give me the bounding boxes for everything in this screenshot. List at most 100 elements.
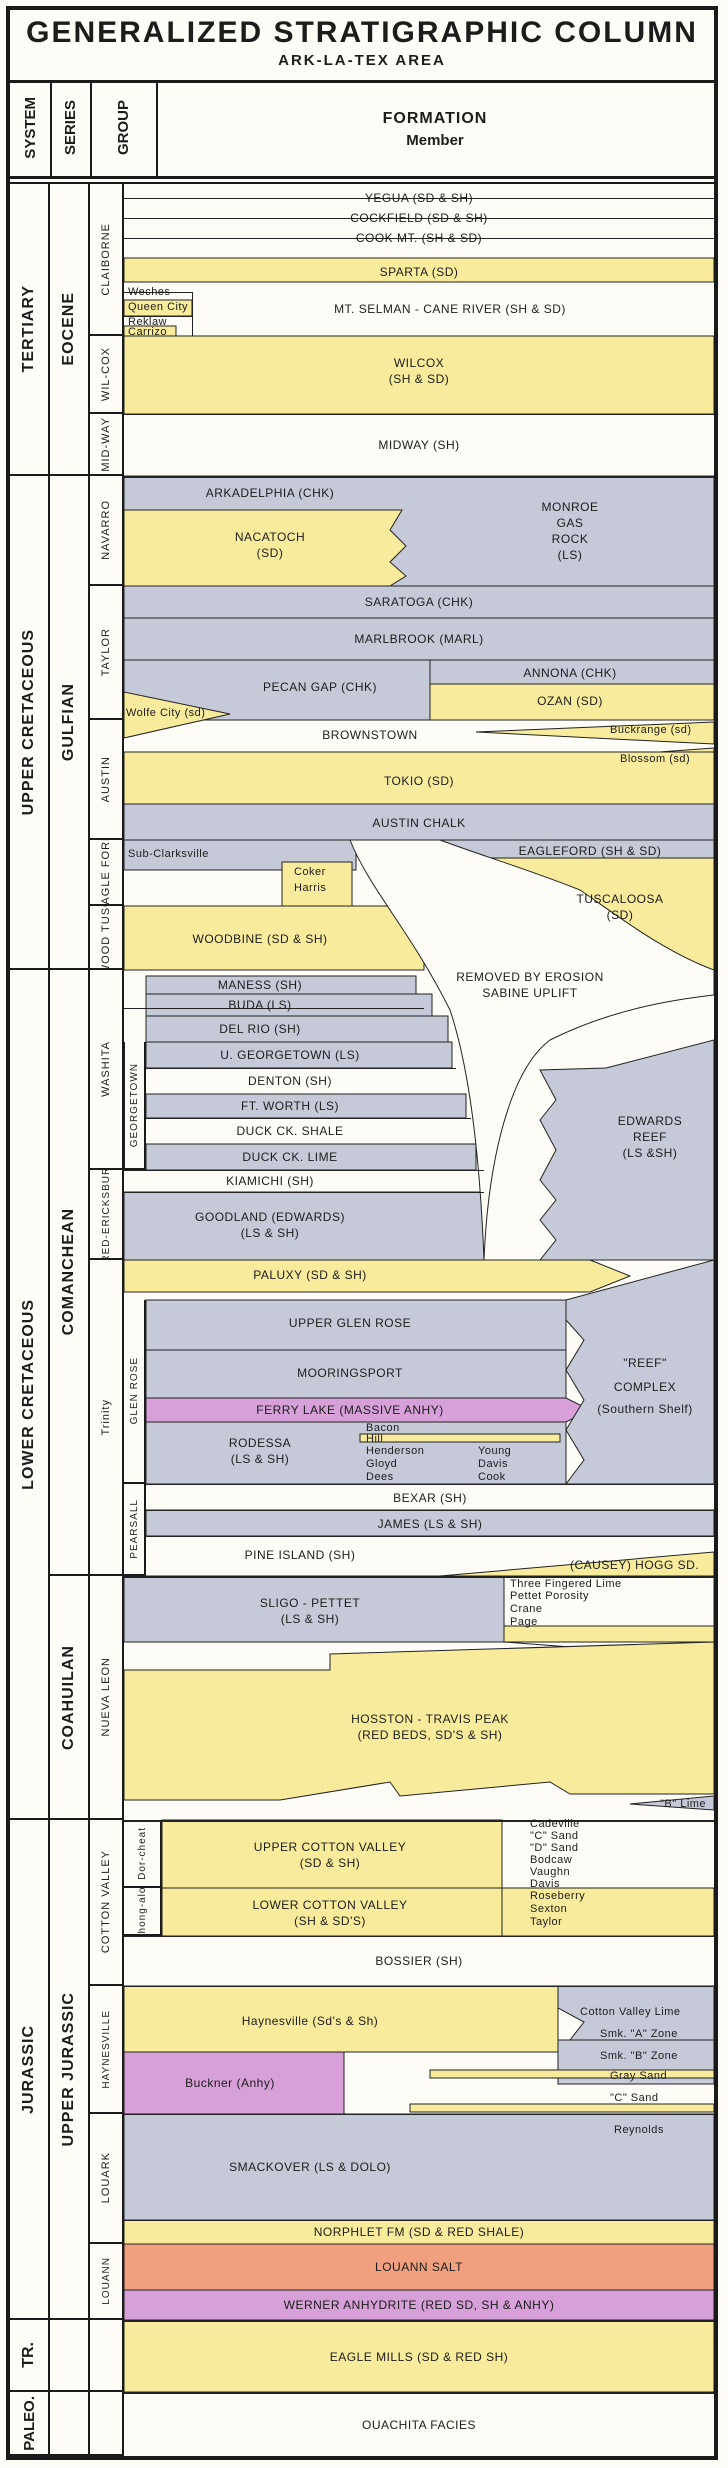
label-davis-cv: Davis <box>530 1878 561 1890</box>
label-lower-cv-lith: (SH & SD'S) <box>294 1914 366 1928</box>
label-wilcox: WILCOX <box>393 356 445 370</box>
label-denton: DENTON (SH) <box>248 1074 332 1088</box>
label-three-fingered: Three Fingered Lime <box>510 1578 622 1590</box>
series-comanchean: COMANCHEAN <box>50 970 90 1576</box>
label-del-rio: DEL RIO (SH) <box>219 1022 301 1036</box>
roseberry-fill <box>501 1887 714 1937</box>
woodbine-fill <box>123 905 425 971</box>
group-louann: LOUANN <box>90 2244 124 2320</box>
label-roseberry: Roseberry <box>530 1890 586 1902</box>
label-buda: BUDA (LS) <box>228 998 292 1012</box>
hosston-fill <box>123 1641 714 1801</box>
label-bossier: BOSSIER (SH) <box>375 1954 463 1968</box>
label-tokio: TOKIO (SD) <box>383 774 455 788</box>
label-duck-lime: DUCK CK. LIME <box>242 1150 338 1164</box>
group-haynesville: HAYNESVILLE <box>90 1986 124 2114</box>
label-removed-1: REMOVED BY EROSION <box>456 970 604 984</box>
group-fredericksburg: FRED-ERICKSBURG <box>90 1170 124 1260</box>
rule <box>146 1484 714 1485</box>
label-henderson: Henderson <box>366 1445 425 1457</box>
label-ft-worth: FT. WORTH (LS) <box>240 1099 340 1113</box>
label-dees: Dees <box>366 1471 394 1483</box>
label-davis: Davis <box>478 1458 509 1470</box>
label-upper-cv-lith: (SD & SH) <box>299 1856 361 1870</box>
label-c-sand-2: "C" Sand <box>610 2092 659 2104</box>
label-coker: Coker <box>294 866 326 878</box>
wilcox-fill <box>123 335 714 415</box>
louann-salt-fill <box>123 2243 714 2291</box>
label-werner: WERNER ANHYDRITE (RED SD, SH & ANHY) <box>283 2298 555 2312</box>
label-wolfe-city: Wolfe City (sd) <box>126 707 206 719</box>
label-pettet-porosity: Pettet Porosity <box>510 1590 590 1602</box>
label-brownstown: BROWNSTOWN <box>322 728 418 742</box>
coker-harris-fill <box>281 861 353 907</box>
label-james: JAMES (LS & SH) <box>377 1517 483 1531</box>
label-kiamichi: KIAMICHI (SH) <box>226 1174 314 1188</box>
group-glen-rose: GLEN ROSE <box>124 1300 146 1484</box>
rule <box>124 1986 714 1987</box>
marlbrook-fill <box>123 617 714 661</box>
label-d-sand: "D" Sand <box>530 1842 579 1854</box>
label-reef-1: "REEF" <box>623 1356 667 1370</box>
gray-sand-fill <box>429 2069 714 2079</box>
label-paluxy: PALUXY (SD & SH) <box>253 1268 367 1282</box>
rodessa-fill <box>145 1421 567 1485</box>
label-bexar: BEXAR (SH) <box>393 1491 467 1505</box>
label-pine-island: PINE ISLAND (SH) <box>244 1548 356 1562</box>
label-bodcaw: Bodcaw <box>530 1854 573 1866</box>
label-upper-cv: UPPER COTTON VALLEY <box>253 1840 407 1854</box>
annona-fill <box>429 659 714 685</box>
paluxy-fill <box>123 1259 632 1293</box>
page-title: GENERALIZED STRATIGRAPHIC COLUMN <box>26 16 698 49</box>
system-jurassic: JURASSIC <box>10 1820 50 2320</box>
rule <box>146 1118 471 1119</box>
label-nacatoch-lith: (SD) <box>256 546 284 560</box>
rule <box>124 2114 714 2115</box>
label-page: Page <box>510 1616 538 1628</box>
rule <box>124 2392 714 2394</box>
label-ferry-lake: FERRY LAKE (MASSIVE ANHY) <box>256 1403 444 1417</box>
rule <box>124 2220 714 2221</box>
label-upper-glen-rose: UPPER GLEN ROSE <box>288 1316 412 1330</box>
wolfe-city-fill <box>123 691 231 739</box>
label-mooringsport: MOORINGSPORT <box>297 1366 403 1380</box>
label-sligo-lith: (LS & SH) <box>280 1612 340 1626</box>
reef-complex-fill <box>565 1259 714 1485</box>
label-edwards-3: (LS &SH) <box>622 1146 678 1160</box>
duck-lime-fill <box>145 1143 477 1171</box>
label-cockfield: COCKFIELD (SD & SH) <box>350 211 488 225</box>
saratoga-fill <box>123 585 714 619</box>
upper-glen-rose-fill <box>145 1299 567 1351</box>
label-ozan: OZAN (SD) <box>537 694 603 708</box>
label-woodbine: WOODBINE (SD & SH) <box>192 932 328 946</box>
rule <box>124 2320 714 2322</box>
label-mt-selman: MT. SELMAN - CANE RIVER (SH & SD) <box>334 302 566 316</box>
label-monroe-2: GAS <box>556 516 584 530</box>
rule <box>124 316 192 317</box>
system-lower-cretaceous: LOWER CRETACEOUS <box>10 970 50 1820</box>
group-header: GROUP <box>90 80 158 176</box>
rule <box>124 476 714 478</box>
label-cook-mt: COOK MT. (SH & SD) <box>355 231 483 245</box>
group-louark: LOUARK <box>90 2114 124 2244</box>
rule <box>124 1008 424 1009</box>
formation-header: FORMATION Member <box>382 110 488 149</box>
bacon-hill-fill <box>359 1433 561 1443</box>
tokio-fill <box>123 751 714 805</box>
haynesville-fill <box>123 1985 559 2053</box>
series-coahuilan: COAHUILAN <box>50 1576 90 1820</box>
system-tertiary: TERTIARY <box>10 184 50 476</box>
sligo-fill <box>123 1575 505 1643</box>
group-pearsall: PEARSALL <box>124 1484 146 1576</box>
label-cv-lime: Cotton Valley Lime <box>580 2006 681 2018</box>
label-monroe-1: MONROE <box>541 500 599 514</box>
label-ouachita: OUACHITA FACIES <box>362 2418 476 2432</box>
label-tuscaloosa-lith: (SD) <box>606 908 634 922</box>
del-rio-fill <box>145 1015 449 1043</box>
rule <box>124 1170 484 1171</box>
series-paleozoic <box>50 2392 90 2456</box>
label-reynolds: Reynolds <box>614 2124 664 2136</box>
label-sub-clarksville: Sub-Clarksville <box>128 848 209 860</box>
rule <box>124 414 714 415</box>
label-louann-salt: LOUANN SALT <box>375 2260 463 2274</box>
